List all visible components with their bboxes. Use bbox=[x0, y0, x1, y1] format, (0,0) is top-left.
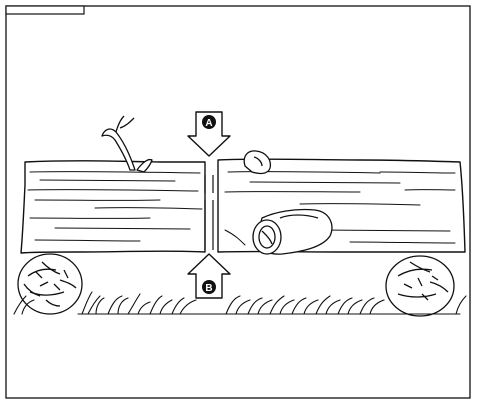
kerf-cut-marks bbox=[204, 175, 214, 250]
support-round-left bbox=[17, 253, 83, 315]
callout-a: A bbox=[187, 111, 231, 157]
grass bbox=[13, 291, 467, 315]
callout-b-badge bbox=[202, 280, 216, 294]
callout-b: B bbox=[187, 253, 231, 299]
knot-right bbox=[243, 150, 272, 175]
callout-a-badge bbox=[202, 115, 216, 129]
branch-cut-end bbox=[252, 208, 333, 255]
branch-left bbox=[101, 115, 153, 173]
arrow-up-icon bbox=[187, 253, 231, 299]
main-log bbox=[20, 158, 466, 254]
diagram-tab bbox=[5, 5, 85, 15]
arrow-down-icon bbox=[187, 111, 231, 157]
callout-b-label: B bbox=[205, 283, 212, 294]
support-round-right bbox=[385, 255, 455, 317]
callout-a-label: A bbox=[205, 118, 212, 129]
